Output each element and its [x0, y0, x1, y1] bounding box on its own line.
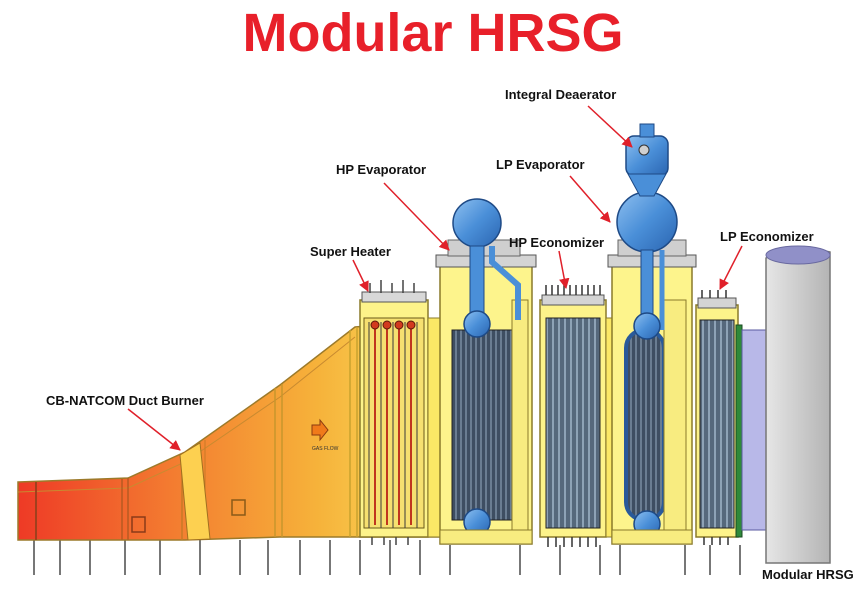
lp-economizer-module — [695, 290, 767, 545]
deaerator-arrow — [587, 105, 633, 148]
label-integral-deaerator: Integral Deaerator — [505, 87, 617, 102]
super-heater-arrow — [352, 259, 369, 292]
leader-arrows — [127, 105, 743, 451]
diagram-title: Modular HRSG — [242, 3, 624, 63]
label-super-heater: Super Heater — [310, 244, 391, 259]
support-legs — [33, 540, 741, 575]
hp-economizer-module — [539, 285, 607, 547]
gas-flow-arrow — [311, 418, 329, 442]
label-duct-burner: CB-NATCOM Duct Burner — [46, 393, 204, 408]
label-modular-hrsg-stack: Modular HRSG — [762, 567, 854, 582]
hp-evaporator-arrow — [383, 182, 450, 251]
label-hp-economizer: HP Economizer — [509, 235, 605, 250]
gas-flow-label: GAS FLOW — [312, 446, 339, 452]
lp-evaporator-module — [607, 191, 697, 545]
duct-burner-arrow — [127, 408, 181, 451]
exhaust-stack — [765, 245, 831, 564]
hp-evaporator-module — [435, 198, 537, 545]
hp-economizer-arrow — [558, 250, 570, 290]
super-heater-module — [359, 280, 429, 545]
lp-evaporator-arrow — [569, 175, 611, 223]
label-hp-evaporator: HP Evaporator — [336, 162, 427, 177]
gas-duct — [17, 319, 446, 541]
label-lp-economizer: LP Economizer — [720, 229, 814, 244]
lp-economizer-arrow — [719, 245, 743, 290]
label-lp-evaporator: LP Evaporator — [496, 157, 585, 172]
integral-deaerator — [625, 123, 669, 197]
